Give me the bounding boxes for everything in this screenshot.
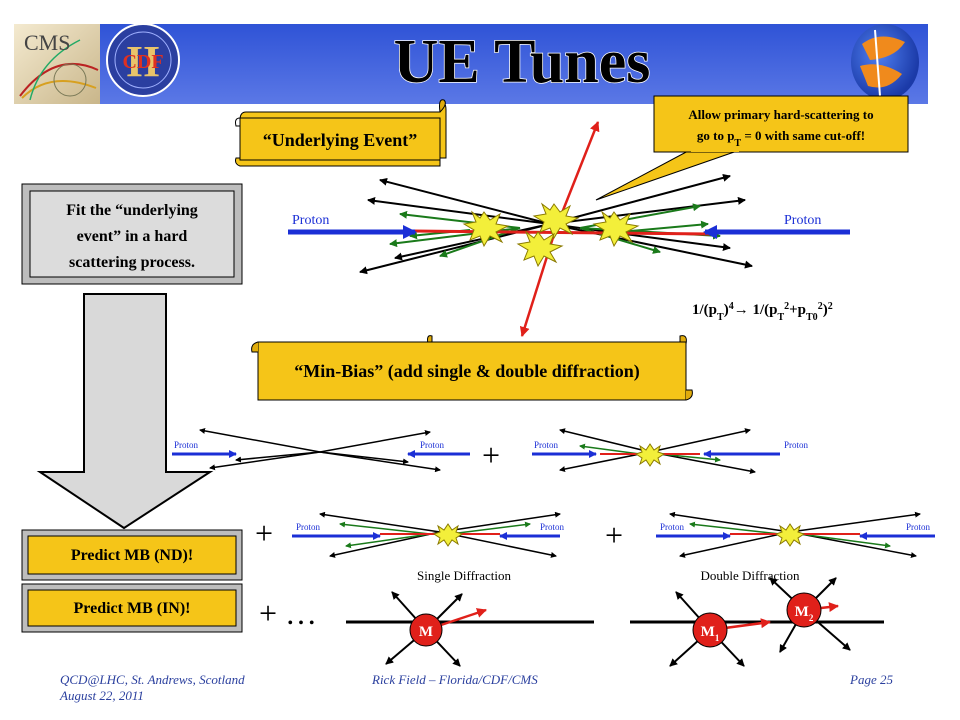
pt-cutoff-formula: 1/(pT)4→ 1/(pT2+pT02)2 [692, 301, 833, 323]
fit-box-line-1: Fit the “underlying [66, 202, 198, 219]
non-diffractive-diagram-1: Proton Proton [172, 427, 470, 473]
sd-proton-left: Proton [296, 522, 321, 532]
dd-cluster-diagram: M1 M2 [630, 577, 884, 667]
main-collision-diagram: Proton Proton [288, 121, 850, 337]
down-arrow [36, 293, 214, 530]
predict-nd-box: Predict MB (ND)! [21, 529, 243, 581]
sd-cluster-diagram: M [346, 591, 594, 667]
underlying-event-label: “Underlying Event” [263, 130, 418, 150]
proton-label-left: Proton [292, 213, 329, 228]
single-diffraction-diagram: Proton Proton Single Diffraction [292, 511, 565, 583]
double-diffraction-label: Double Diffraction [700, 568, 800, 583]
sd-cluster-m-label: M [419, 624, 433, 640]
footer-author: Rick Field – Florida/CDF/CMS [372, 672, 538, 687]
cms-logo: CMS [14, 24, 100, 104]
footer-page-number: Page 25 [850, 672, 893, 687]
dd-cluster-m1 [692, 612, 728, 648]
plus-ellipsis: + … [259, 595, 317, 631]
dd-proton-left: Proton [660, 522, 685, 532]
cdf-logo-roman: II [126, 37, 160, 86]
callout-line-2: go to pT = 0 with same cut-off! [697, 128, 865, 149]
underlying-event-scroll: “Underlying Event” [235, 99, 447, 167]
predict-nd-label: Predict MB (ND)! [71, 547, 193, 564]
proton-label-right: Proton [784, 213, 821, 228]
sd-cluster-m [409, 613, 443, 647]
predict-in-box: Predict MB (IN)! [21, 583, 243, 633]
dd-cluster-m2 [786, 592, 822, 628]
double-diffraction-diagram: Proton Proton Double Diffraction [656, 511, 935, 583]
cdf-logo: II CDF [106, 23, 180, 97]
dd-cluster-m1-label: M1 [701, 624, 720, 643]
callout-line-1: Allow primary hard-scattering to [688, 107, 873, 122]
cms-logo-text: CMS [24, 30, 70, 55]
dd-proton-right: Proton [906, 522, 931, 532]
nd1-proton-left: Proton [174, 440, 199, 450]
sd-proton-right: Proton [540, 522, 565, 532]
footer-venue-line-2: August 22, 2011 [60, 688, 144, 703]
non-diffractive-diagram-2: Proton Proton [532, 428, 809, 475]
single-diffraction-label: Single Diffraction [417, 568, 511, 583]
hard-scatter-callout: Allow primary hard-scattering to go to p… [595, 95, 909, 201]
fit-box: Fit the “underlying event” in a hard sca… [21, 183, 243, 285]
plus-sign-1: + [482, 437, 500, 473]
min-bias-scroll: “Min-Bias” (add single & double diffract… [251, 335, 693, 401]
cdf-logo-text: CDF [122, 51, 163, 73]
nd2-proton-left: Proton [534, 440, 559, 450]
predict-in-label: Predict MB (IN)! [74, 600, 191, 617]
dd-cluster-m2-label: M2 [795, 604, 814, 623]
florida-logo [851, 24, 919, 100]
nd1-proton-right: Proton [420, 440, 445, 450]
min-bias-label: “Min-Bias” (add single & double diffract… [294, 361, 640, 382]
nd2-proton-right: Proton [784, 440, 809, 450]
plus-sign-2: + [255, 515, 273, 551]
slide-title: UE Tunes [394, 28, 651, 96]
footer-venue: QCD@LHC, St. Andrews, Scotland August 22… [60, 672, 245, 704]
fit-box-line-2: event” in a hard [77, 228, 188, 245]
footer-venue-line-1: QCD@LHC, St. Andrews, Scotland [60, 672, 245, 687]
fit-box-line-3: scattering process. [69, 254, 195, 271]
plus-sign-3: + [605, 517, 623, 553]
